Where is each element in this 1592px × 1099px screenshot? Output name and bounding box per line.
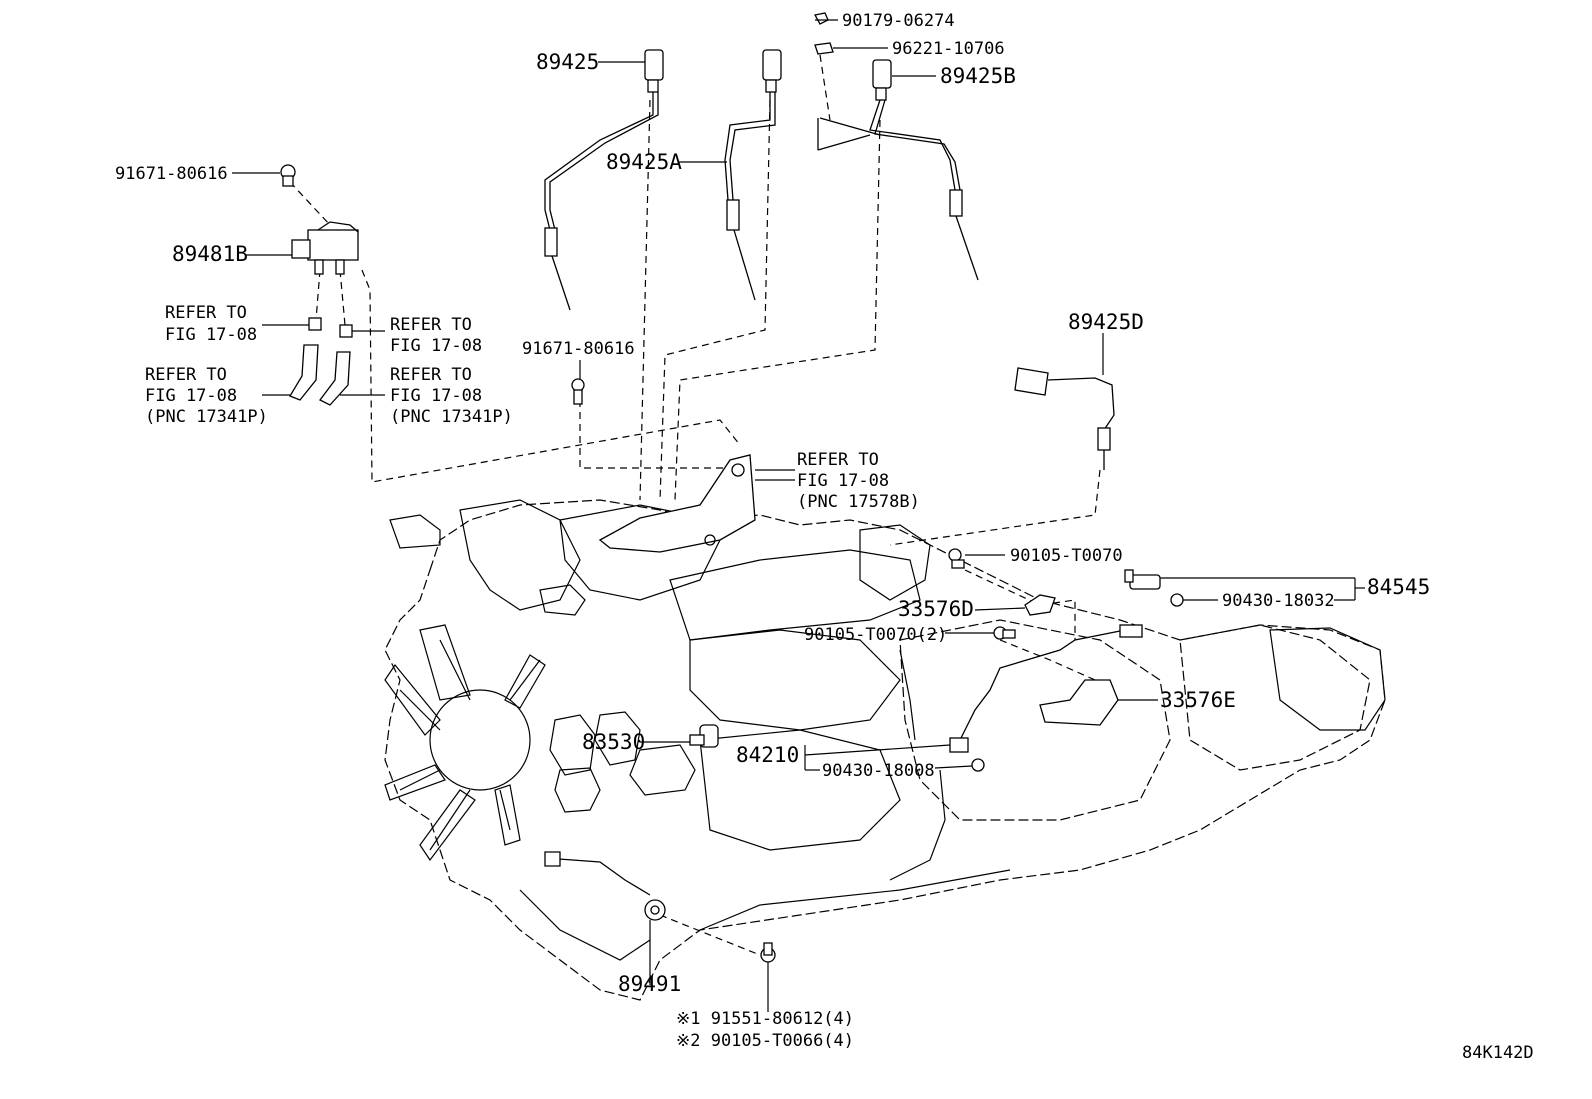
label-83530: 83530 <box>582 730 645 754</box>
label-89425A: 89425A <box>606 150 682 174</box>
switch-84545-icon <box>1124 569 1161 590</box>
refer-fig-1-line2: FIG 17-08 <box>165 325 257 345</box>
label-84210: 84210 <box>736 743 799 767</box>
dashed-guides <box>289 54 1101 956</box>
label-89481B: 89481B <box>172 242 248 266</box>
label-91671-80616-middle: 91671-80616 <box>522 339 635 359</box>
pressure-sensor-89481B-icon <box>291 221 359 275</box>
sensor-harness-icon <box>949 624 1143 753</box>
label-90105-T0070-2: 90105-T0070(2) <box>804 625 947 645</box>
refer-fig-2-line1: REFER TO <box>390 315 472 335</box>
refer-fig-3-line2: FIG 17-08 <box>145 386 237 406</box>
grommet-96221-icon <box>814 42 834 55</box>
label-90105-T0070: 90105-T0070 <box>1010 546 1123 566</box>
refer-fig-4-line3: (PNC 17341P) <box>390 407 513 427</box>
refer-fig-4-line1: REFER TO <box>390 365 472 385</box>
note-bolt-91551: ※1 91551-80612(4) <box>676 1009 854 1029</box>
bolt-91671-middle-icon <box>571 378 585 405</box>
hose-clip-left-icon <box>308 317 322 331</box>
sensor-89425A-icon <box>724 49 782 301</box>
label-96221-10706: 96221-10706 <box>892 39 1005 59</box>
label-89491: 89491 <box>618 972 681 996</box>
refer-fig-5-line2: FIG 17-08 <box>797 471 889 491</box>
part-labels: 90179-06274 96221-10706 89425B 89425 894… <box>115 11 1534 1063</box>
bolt-90105-top-icon <box>948 548 965 569</box>
figure-code: 84K142D <box>1462 1043 1534 1063</box>
label-90179-06274: 90179-06274 <box>842 11 955 31</box>
bolt-90105-second-icon <box>993 626 1016 640</box>
refer-fig-5-line1: REFER TO <box>797 450 879 470</box>
vacuum-hose-left-icon <box>289 344 319 401</box>
bracket-33576E-icon <box>1039 679 1119 726</box>
sensor-89425D-icon <box>1014 367 1115 470</box>
gasket-90430-18032-icon <box>1170 593 1184 607</box>
label-89425D: 89425D <box>1068 310 1144 334</box>
refer-fig-3-line1: REFER TO <box>145 365 227 385</box>
refer-fig-3-line3: (PNC 17341P) <box>145 407 268 427</box>
sensor-89425-icon <box>544 49 664 311</box>
label-33576E: 33576E <box>1160 688 1236 712</box>
refer-fig-2-line2: FIG 17-08 <box>390 336 482 356</box>
label-90430-18032: 90430-18032 <box>1222 591 1335 611</box>
vacuum-hose-right-icon <box>319 351 351 406</box>
hose-clip-right-icon <box>339 324 353 338</box>
sensor-bracket-icon <box>598 454 756 553</box>
bracket-33576D-icon <box>1024 594 1056 616</box>
engine-assembly <box>384 499 1386 1001</box>
bolt-91671-top-icon <box>280 164 296 187</box>
label-91671-80616-top: 91671-80616 <box>115 164 228 184</box>
label-33576D: 33576D <box>898 597 974 621</box>
label-84545: 84545 <box>1367 575 1430 599</box>
bolt-91551-icon <box>760 942 776 963</box>
refer-fig-4-line2: FIG 17-08 <box>390 386 482 406</box>
gasket-90430-18008-icon <box>971 758 985 772</box>
sender-83530-icon <box>689 724 719 748</box>
sensor-89425B-icon <box>817 59 979 281</box>
label-89425: 89425 <box>536 50 599 74</box>
note-bolt-90105-T0066: ※2 90105-T0066(4) <box>676 1031 854 1051</box>
label-90430-18008: 90430-18008 <box>822 761 935 781</box>
label-89425B: 89425B <box>940 64 1016 88</box>
refer-fig-5-line3: (PNC 17578B) <box>797 492 920 512</box>
cooling-fan <box>384 624 546 862</box>
clip-90179-icon <box>813 12 829 25</box>
refer-fig-1-line1: REFER TO <box>165 303 247 323</box>
sensor-89491-icon <box>544 851 666 921</box>
label-leaders <box>232 19 1365 1012</box>
